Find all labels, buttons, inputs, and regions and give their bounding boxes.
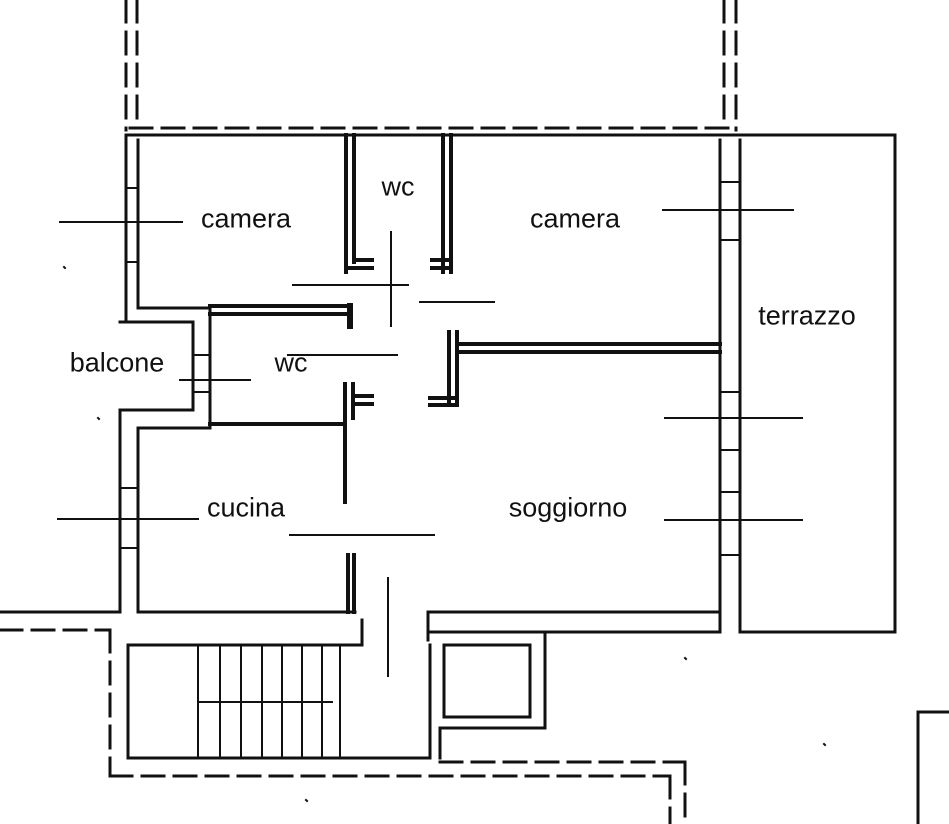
room-label-wc-top: wc <box>381 171 415 202</box>
room-label-balcone: balcone <box>69 347 165 378</box>
stairwell <box>128 620 430 758</box>
service-block <box>428 612 720 758</box>
scan-specks <box>64 267 825 801</box>
window-marks <box>120 182 740 555</box>
adjacent-building <box>918 712 949 824</box>
room-label-camera-right: camera <box>529 203 621 234</box>
room-label-camera-left: camera <box>200 203 292 234</box>
section-lines <box>58 210 802 676</box>
room-label-soggiorno: soggiorno <box>508 492 628 523</box>
lower-dashed-boundary <box>0 630 685 824</box>
interior-walls <box>210 135 720 612</box>
upper-dashed-boundary <box>126 0 736 130</box>
room-label-terrazzo: terrazzo <box>758 300 856 331</box>
exterior-walls <box>0 135 895 640</box>
room-label-wc-mid: wc <box>274 347 308 378</box>
balcony-outline <box>120 322 193 410</box>
room-label-cucina: cucina <box>206 492 286 523</box>
